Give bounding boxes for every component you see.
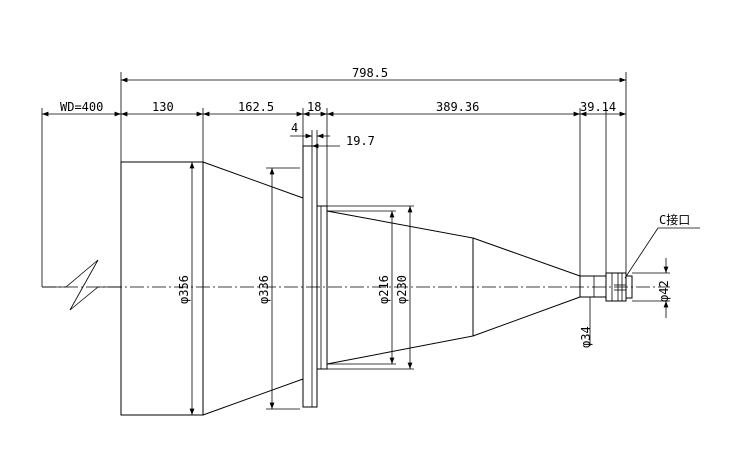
- mount-callout: C接口: [624, 212, 700, 279]
- centre-line-group: [42, 259, 670, 311]
- horizontal-dimensions: 798.5 WD=400 130 162.5 18 389.36 39.14 4…: [42, 66, 626, 149]
- flange-small-label: 4: [291, 121, 298, 135]
- dia-mid-outer-label: φ230: [395, 275, 409, 304]
- seg-rear-label: 39.14: [580, 100, 616, 114]
- mount-label: C接口: [659, 212, 690, 227]
- flange-gap-label: 19.7: [346, 134, 375, 148]
- diameter-dimensions: φ356 φ336 φ216 φ230 φ34 φ42: [177, 162, 671, 415]
- step-ring: [316, 205, 328, 370]
- dia-mid-inner-label: φ216: [377, 275, 391, 304]
- taper-section: [202, 161, 304, 416]
- lens-body: [120, 145, 633, 416]
- extension-lines: [41, 72, 627, 287]
- seg-mid-label: 389.36: [436, 100, 479, 114]
- front-barrel: [120, 161, 204, 416]
- neck: [579, 275, 607, 298]
- mount-leader: [624, 227, 659, 279]
- seg-taper-label: 162.5: [238, 100, 274, 114]
- dia-front-label: φ356: [177, 275, 191, 304]
- break-symbol: [42, 259, 121, 311]
- seg-front-label: 130: [152, 100, 174, 114]
- total-length-label: 798.5: [352, 66, 388, 80]
- flange: [302, 145, 318, 408]
- dia-neck-label: φ34: [579, 326, 593, 348]
- wd-label: WD=400: [60, 100, 103, 114]
- seg-flange-label: 18: [307, 100, 321, 114]
- dia-mount-label: φ42: [657, 280, 671, 302]
- dia-taper-end-label: φ336: [257, 275, 271, 304]
